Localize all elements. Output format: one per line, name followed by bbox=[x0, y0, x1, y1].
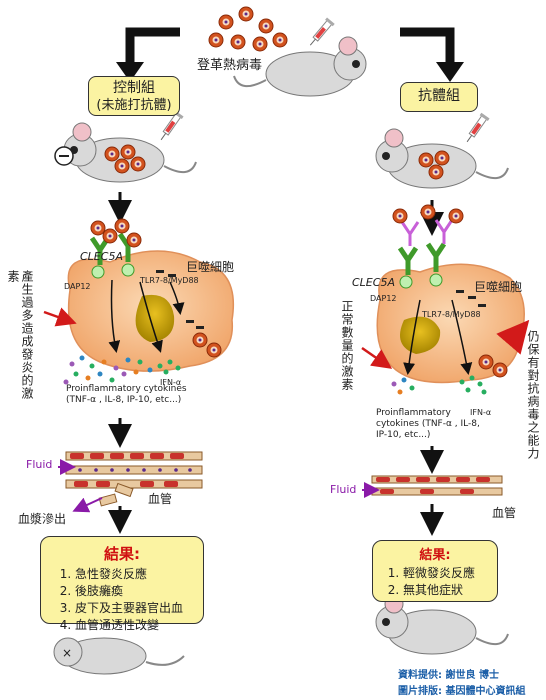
right-clec5a-label: CLEC5A bbox=[352, 276, 395, 289]
right-result-title: 結果: bbox=[419, 548, 451, 563]
credit-layout: 圖片排版: 基因體中心資訊組 bbox=[398, 686, 526, 697]
left-result-item: 急性發炎反應 bbox=[75, 566, 203, 583]
left-dap12-label: DAP12 bbox=[64, 282, 91, 291]
left-dead-mouse: × bbox=[53, 637, 185, 675]
top-left-arrow bbox=[125, 27, 180, 66]
left-macrophage-label: 巨噬細胞 bbox=[186, 260, 235, 274]
left-cytokine-dots bbox=[63, 355, 153, 385]
svg-text:×: × bbox=[62, 646, 72, 660]
left-cytokines-label: Proinflammatory cytokines (TNF-α , IL-8,… bbox=[66, 384, 187, 405]
left-ifn-label: IFN-α bbox=[160, 378, 182, 387]
right-result-item: 無其他症狀 bbox=[403, 582, 497, 599]
right-macrophage-label: 巨噬細胞 bbox=[474, 280, 523, 294]
right-ifn-label: IFN-α bbox=[470, 408, 492, 417]
right-side-text: 正常數量的激素 bbox=[340, 300, 354, 391]
right-cytokine-dots bbox=[391, 377, 415, 395]
control-group-box: 控制組 (未施打抗體) bbox=[88, 76, 180, 116]
left-side-text: 產生過多造成發炎的激素 bbox=[6, 270, 34, 400]
left-result-item: 皮下及主要器官出血 bbox=[75, 600, 203, 617]
left-macrophage bbox=[43, 218, 235, 372]
right-fluid-label: Fluid bbox=[330, 483, 357, 496]
virus-label: 登革熱病毒 bbox=[197, 58, 263, 73]
antibody-group-box: 抗體組 bbox=[400, 82, 478, 112]
right-tlr-label: TLR7-8/MyD88 bbox=[422, 310, 481, 319]
top-right-arrow bbox=[400, 27, 455, 66]
right-result-item: 輕微發炎反應 bbox=[403, 565, 497, 582]
control-group-subtitle: (未施打抗體) bbox=[96, 98, 172, 113]
left-fluid-label: Fluid bbox=[26, 458, 53, 471]
left-result-box: 結果: 急性發炎反應 後肢癱瘓 皮下及主要器官出血 血管通透性改變 bbox=[40, 536, 204, 632]
right-side-text-2: 仍保有對抗病毒之能力 bbox=[526, 330, 540, 460]
left-ifn-dots bbox=[157, 359, 181, 375]
right-macrophage bbox=[361, 204, 530, 384]
left-clec5a-label: CLEC5A bbox=[80, 250, 123, 263]
right-healthy-mouse bbox=[375, 594, 509, 655]
right-ifn-dots bbox=[459, 375, 487, 395]
left-result-item: 後肢癱瘓 bbox=[75, 583, 203, 600]
right-dap12-label: DAP12 bbox=[370, 294, 397, 303]
left-leak-label: 血漿滲出 bbox=[18, 512, 67, 526]
left-tlr-label: TLR7-8/MyD88 bbox=[140, 276, 199, 285]
right-cytokines-label: Proinflammatory cytokines (TNF-α , IL-8,… bbox=[376, 408, 480, 440]
right-blood-vessel bbox=[371, 475, 503, 496]
left-vessel-label: 血管 bbox=[148, 492, 173, 506]
right-vessel-label: 血管 bbox=[492, 506, 517, 520]
credit-data: 資料提供: 謝世良 博士 bbox=[398, 670, 499, 681]
left-result-item: 血管通透性改變 bbox=[75, 617, 203, 634]
left-result-title: 結果: bbox=[104, 545, 140, 563]
virus-cluster-top bbox=[208, 6, 288, 52]
right-mouse bbox=[375, 128, 509, 189]
left-blood-vessel bbox=[65, 451, 203, 507]
right-result-box: 結果: 輕微發炎反應 無其他症狀 bbox=[372, 540, 498, 602]
left-mouse bbox=[54, 122, 197, 183]
control-group-title: 控制組 bbox=[113, 80, 155, 96]
